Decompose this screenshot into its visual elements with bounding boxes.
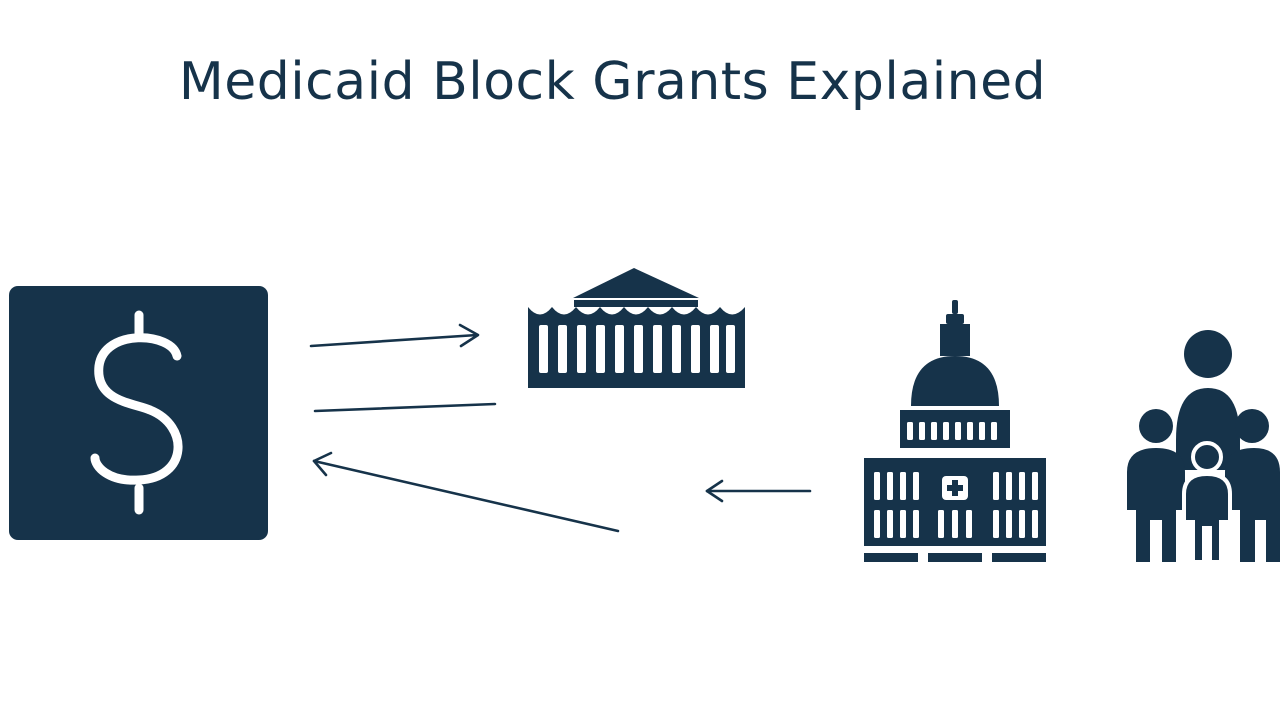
capitol-building-icon [864, 300, 1046, 562]
arrow-from-capitol [705, 479, 812, 503]
arrow-to-bank [309, 323, 480, 348]
family-icon [1127, 330, 1280, 564]
medical-cross-icon [947, 480, 963, 496]
page-title: Medicaid Block Grants Explained [178, 52, 1047, 112]
arrow-to-dollar [312, 451, 620, 533]
dollar-icon [9, 286, 268, 540]
bank-building-icon [528, 268, 745, 388]
connector-line [313, 402, 497, 413]
